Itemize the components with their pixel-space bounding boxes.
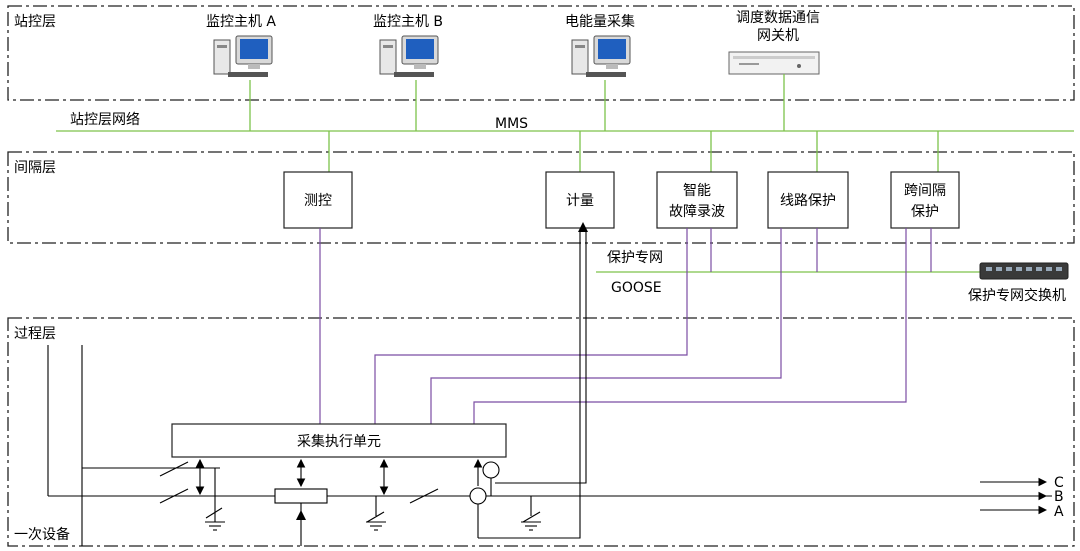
line-protection-box xyxy=(767,171,849,229)
earth-switch-1-icon xyxy=(205,507,223,519)
bay-layer-frame xyxy=(7,151,1075,244)
process-layer-label: 过程层 xyxy=(14,326,56,342)
station-layer-label: 站控层 xyxy=(14,14,56,30)
protection-network-label: 保护专网 xyxy=(607,250,663,266)
breaker-arrow-icon xyxy=(296,510,306,520)
fault-recorder-label-line2: 故障录波 xyxy=(669,204,725,220)
cross-bay-label-line2: 保护 xyxy=(911,204,939,220)
ground-3-icon xyxy=(521,521,541,531)
protection-switch-icon xyxy=(979,262,1069,280)
energy-computer-icon xyxy=(571,35,631,77)
earth-switch-2-icon xyxy=(366,511,385,523)
metering-arrow-icon xyxy=(578,222,588,232)
host-b-label: 监控主机 B xyxy=(373,14,443,30)
phase-a-label: A xyxy=(1054,504,1064,520)
station-layer-frame xyxy=(7,5,1075,101)
host-a-label: 监控主机 A xyxy=(206,14,276,30)
svlink-line-protection xyxy=(430,228,782,424)
phase-b-label: B xyxy=(1054,489,1064,505)
primary-equipment-label: 一次设备 xyxy=(14,526,70,543)
metering-box xyxy=(545,171,615,229)
cross-bay-label-line1: 跨间隔 xyxy=(904,183,946,199)
gateway-rack-icon xyxy=(728,51,820,75)
svlink-recorder xyxy=(374,228,688,424)
line-protection-label: 线路保护 xyxy=(780,193,836,209)
energy-label: 电能量采集 xyxy=(565,13,635,30)
ground-1-icon xyxy=(205,521,225,531)
switch-3-icon xyxy=(409,488,439,504)
earth-switch-3-icon xyxy=(522,511,541,523)
acquisition-unit-box xyxy=(171,423,507,458)
host-b-computer-icon xyxy=(379,35,439,77)
svlink-cross-bay xyxy=(473,228,907,424)
cross-bay-protection-box xyxy=(890,171,960,229)
metering-link-outer xyxy=(478,232,581,539)
switch-label: 保护专网交换机 xyxy=(968,287,1066,304)
station-network-label: 站控层网络 xyxy=(70,112,140,128)
circuit-breaker-icon xyxy=(274,488,328,504)
fault-recorder-label-line1: 智能 xyxy=(683,183,711,199)
gateway-label-line2: 网关机 xyxy=(757,28,799,44)
voltage-transformer-icon xyxy=(482,461,500,479)
phase-c-label: C xyxy=(1054,475,1064,491)
fault-recorder-box xyxy=(656,171,738,229)
switch-2-icon xyxy=(159,488,189,504)
acquisition-unit-label: 采集执行单元 xyxy=(297,433,381,450)
measure-control-label: 测控 xyxy=(304,193,332,209)
goose-label: GOOSE xyxy=(611,280,662,296)
measure-control-box xyxy=(283,171,353,229)
metering-label: 计量 xyxy=(566,193,594,209)
current-transformer-icon xyxy=(469,487,487,505)
gateway-label-line1: 调度数据通信 xyxy=(736,10,820,26)
metering-link-inner xyxy=(495,232,587,484)
host-a-computer-icon xyxy=(213,35,273,77)
process-layer-frame xyxy=(7,317,1075,547)
bay-layer-label: 间隔层 xyxy=(14,160,56,176)
mms-label: MMS xyxy=(495,116,528,132)
switch-1-icon xyxy=(159,461,189,477)
ground-2-icon xyxy=(366,521,386,531)
